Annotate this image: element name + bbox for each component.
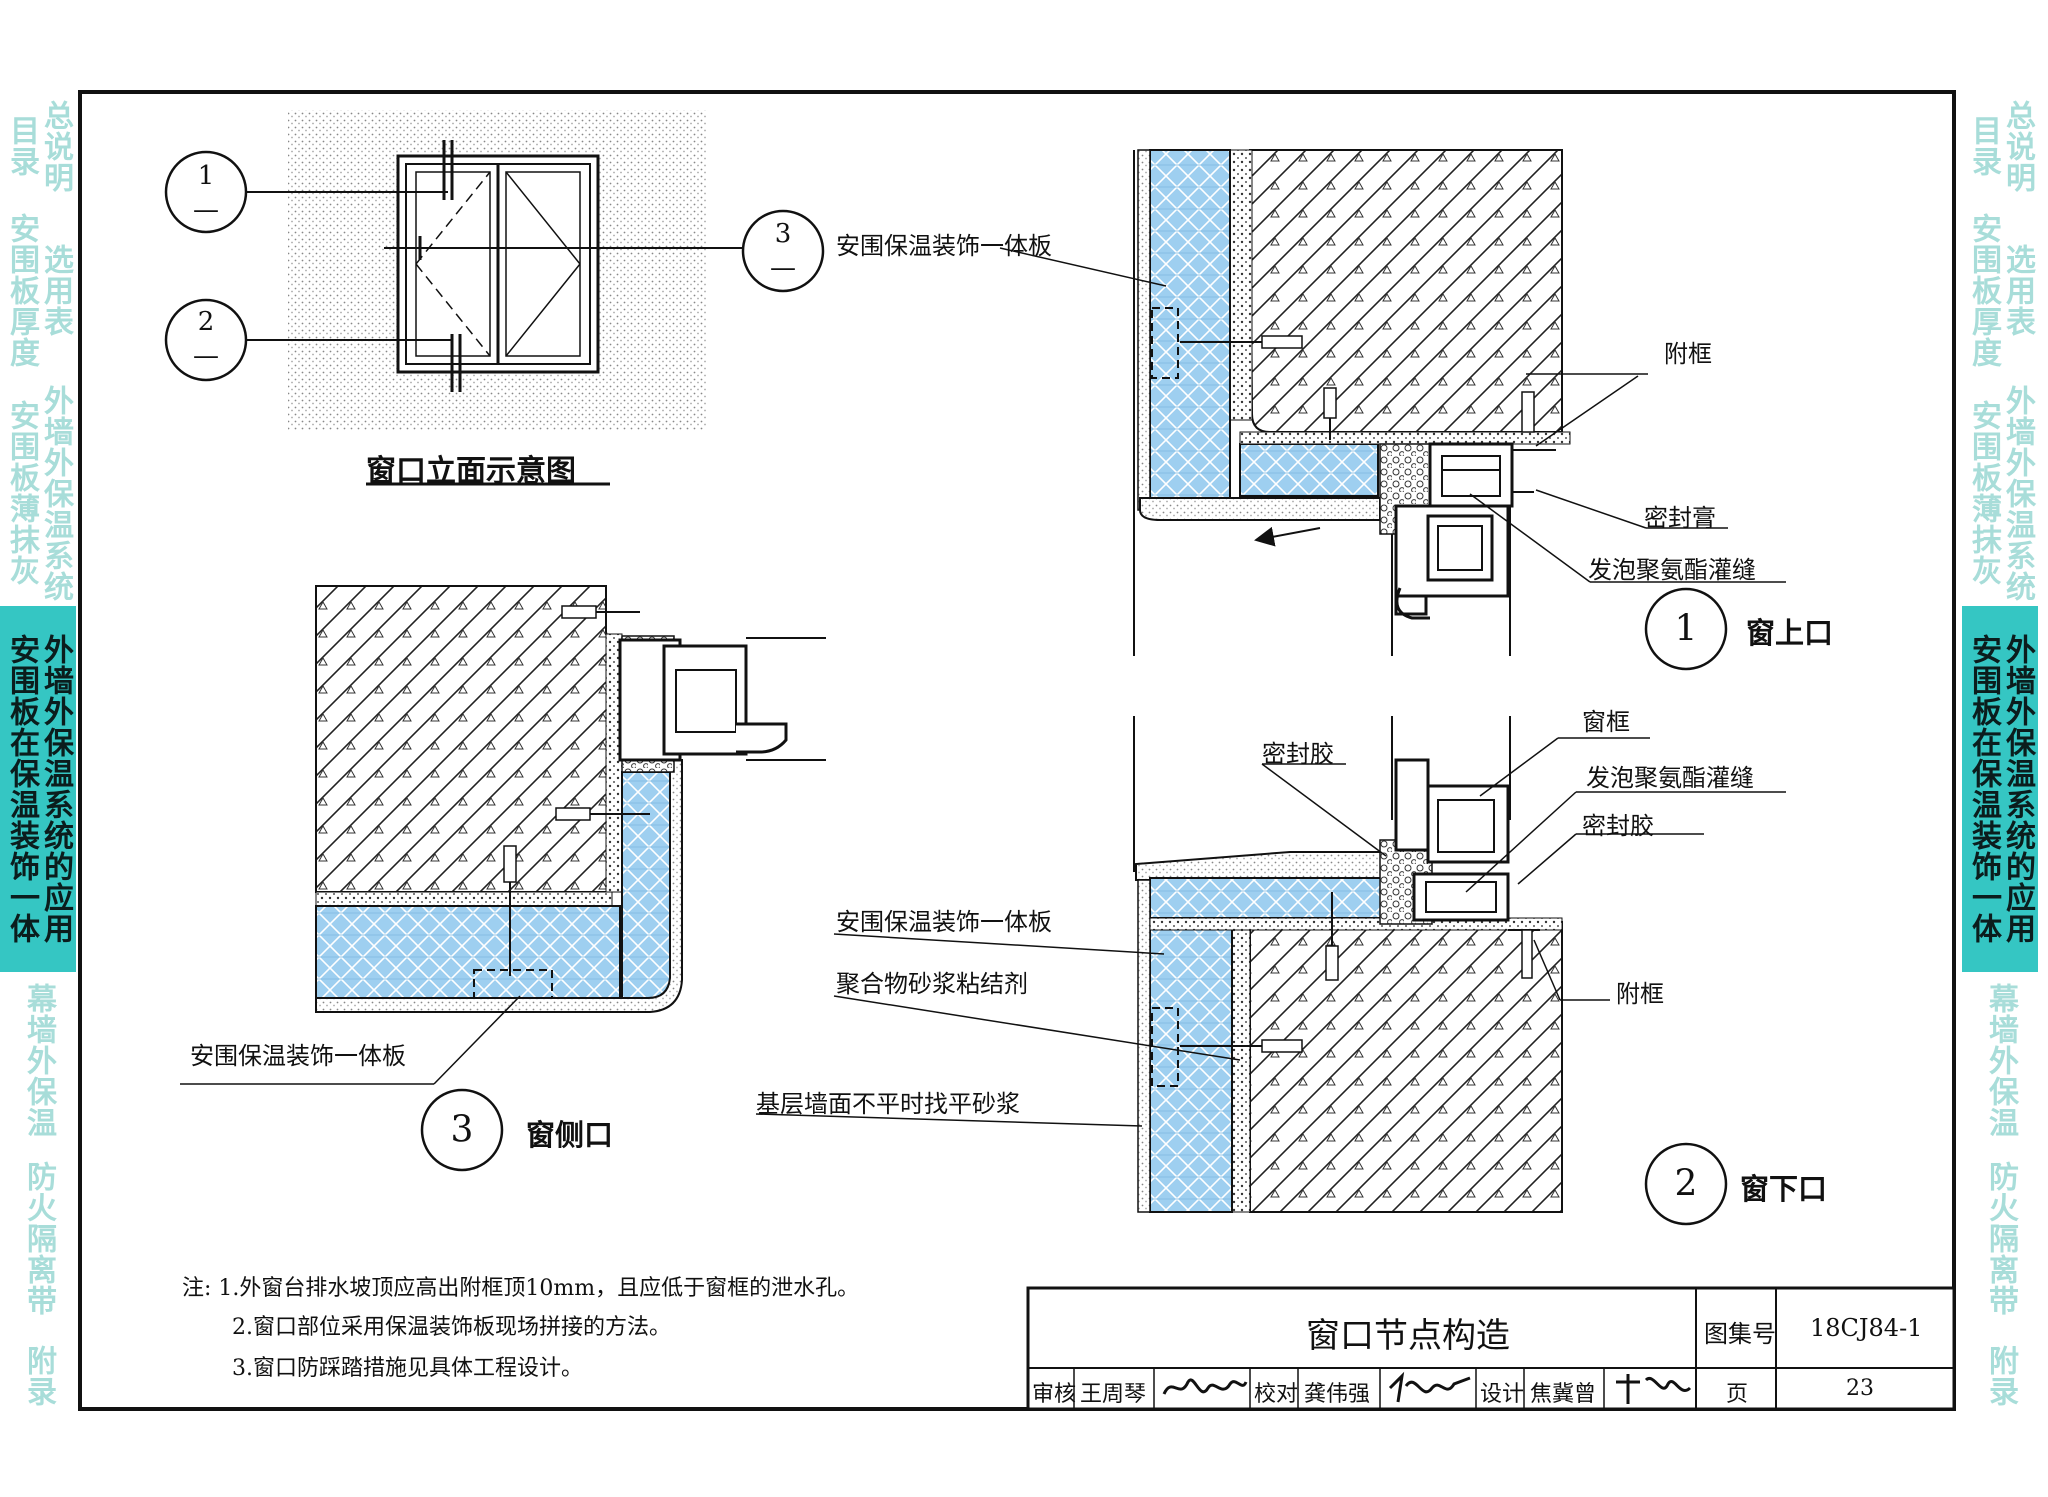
sidebar-right-item-curtain-wall[interactable]: 幕墙外保温	[1962, 975, 2038, 1145]
detail-2-foam-label: 发泡聚氨酯灌缝	[1586, 764, 1754, 792]
sidebar-label: 目录	[4, 115, 39, 177]
detail-3-caption: 窗侧口	[526, 1118, 614, 1152]
review-label: 审核	[1032, 1382, 1077, 1407]
detail-1-number: 1	[1674, 608, 1698, 650]
detail-2-subframe-label: 附框	[1616, 980, 1664, 1008]
sidebar-label: 附录	[21, 1345, 56, 1407]
sidebar-left-item-contents[interactable]: 目录 总说明	[0, 95, 76, 197]
reviewer-signature	[1162, 1378, 1248, 1395]
detail-3-board-label: 安围保温装饰一体板	[190, 1042, 406, 1070]
sidebar-label: 防火隔离带	[1983, 1160, 2018, 1316]
detail-2-sealant-left-label: 密封胶	[1262, 740, 1334, 768]
atlas-number: 18CJ84-1	[1810, 1314, 1923, 1342]
elevation-marker-1-dash: —	[193, 195, 219, 225]
detail-3-window-jamb	[180, 585, 826, 1172]
detail-1-caption: 窗上口	[1746, 616, 1834, 650]
detail-2-frame-label: 窗框	[1582, 708, 1630, 736]
detail-2-mortar-label: 聚合物砂浆粘结剂	[836, 970, 1028, 998]
page-number: 23	[1846, 1376, 1874, 1401]
sidebar-label: 外墙外保温系统	[38, 384, 73, 602]
design-label: 设计	[1480, 1382, 1525, 1407]
checker-name: 龚伟强	[1304, 1382, 1371, 1407]
checker-signature	[1388, 1371, 1471, 1403]
sidebar-label: 幕墙外保温	[21, 982, 56, 1138]
check-label: 校对	[1254, 1382, 1299, 1407]
elevation-marker-1: 1	[197, 161, 215, 191]
note-1: 注: 1.外窗台排水坡顶应高出附框顶10mm，且应低于窗框的泄水孔。	[182, 1276, 860, 1301]
sidebar-label: 选用表	[38, 243, 73, 337]
sidebar-label: 安围板薄抹灰	[1966, 400, 2001, 586]
sidebar-right-item-fire-barrier[interactable]: 防火隔离带	[1962, 1148, 2038, 1328]
sidebar-right-item-appendix[interactable]: 附录	[1962, 1331, 2038, 1421]
sidebar-left-item-curtain-wall[interactable]: 幕墙外保温	[0, 975, 76, 1145]
elevation-marker-3-dash: —	[770, 253, 796, 283]
drawing-title: 窗口节点构造	[1306, 1316, 1510, 1356]
sheet-border	[78, 90, 1956, 1411]
designer-name: 焦冀曾	[1530, 1382, 1597, 1407]
elevation-marker-2: 2	[197, 307, 215, 337]
sidebar-right-item-contents[interactable]: 目录 总说明	[1962, 95, 2038, 197]
sidebar-label: 安围板厚度	[4, 212, 39, 368]
detail-2-caption: 窗下口	[1740, 1172, 1828, 1206]
sidebar-right-item-thin-plaster[interactable]: 安围板薄抹灰 外墙外保温系统	[1962, 382, 2038, 604]
sidebar-right-item-thickness[interactable]: 安围板厚度 选用表	[1962, 200, 2038, 380]
note-2: 2.窗口部位采用保温装饰板现场拼接的方法。	[232, 1315, 671, 1340]
sidebar-label: 外墙外保温系统	[2000, 384, 2035, 602]
sidebar-left-item-fire-barrier[interactable]: 防火隔离带	[0, 1148, 76, 1328]
note-3: 3.窗口防踩踏措施见具体工程设计。	[232, 1356, 583, 1381]
sidebar-left-item-application[interactable]: 安围板在保温装饰一体 外墙外保温系统的应用	[0, 606, 76, 972]
detail-1-subframe-label: 附框	[1664, 340, 1712, 368]
sidebar-label: 目录	[1966, 115, 2001, 177]
elevation-marker-3: 3	[774, 219, 792, 249]
sidebar-label: 附录	[1983, 1345, 2018, 1407]
sidebar-label: 安围板在保温装饰一体	[4, 634, 39, 944]
sidebar-left-item-appendix[interactable]: 附录	[0, 1331, 76, 1421]
sidebar-label: 安围板厚度	[1966, 212, 2001, 368]
detail-1-window-head	[999, 149, 1786, 671]
sidebar-left-item-thickness[interactable]: 安围板厚度 选用表	[0, 200, 76, 380]
detail-1-board-label: 安围保温装饰一体板	[836, 232, 1052, 260]
sidebar-label: 防火隔离带	[21, 1160, 56, 1316]
detail-2-window-sill	[755, 716, 1786, 1226]
elevation-title: 窗口立面示意图	[366, 454, 576, 489]
atlas-label: 图集号	[1704, 1320, 1776, 1348]
sidebar-label: 幕墙外保温	[1983, 982, 2018, 1138]
sidebar-label: 总说明	[38, 99, 73, 193]
reviewer-name: 王周琴	[1080, 1382, 1147, 1407]
sidebar-label: 选用表	[2000, 243, 2035, 337]
sidebar-label: 安围板在保温装饰一体	[1966, 634, 2001, 944]
elevation-sketch	[164, 110, 825, 486]
detail-2-sealant-right-label: 密封胶	[1582, 812, 1654, 840]
page-label: 页	[1726, 1382, 1749, 1407]
detail-2-board-label: 安围保温装饰一体板	[836, 908, 1052, 936]
detail-2-level-label: 基层墙面不平时找平砂浆	[756, 1090, 1020, 1118]
sidebar-left-item-thin-plaster[interactable]: 安围板薄抹灰 外墙外保温系统	[0, 382, 76, 604]
detail-1-foam-label: 发泡聚氨酯灌缝	[1588, 556, 1756, 584]
detail-2-number: 2	[1674, 1163, 1698, 1205]
designer-signature	[1616, 1374, 1692, 1404]
sidebar-label: 总说明	[2000, 99, 2035, 193]
sidebar-label: 外墙外保温系统的应用	[2000, 634, 2035, 944]
detail-3-number: 3	[450, 1109, 474, 1151]
elevation-marker-2-dash: —	[193, 341, 219, 371]
sidebar-label: 安围板薄抹灰	[4, 400, 39, 586]
sidebar-label: 外墙外保温系统的应用	[38, 634, 73, 944]
detail-1-sealant-label: 密封膏	[1644, 504, 1716, 532]
sidebar-right-item-application[interactable]: 安围板在保温装饰一体 外墙外保温系统的应用	[1962, 606, 2038, 972]
